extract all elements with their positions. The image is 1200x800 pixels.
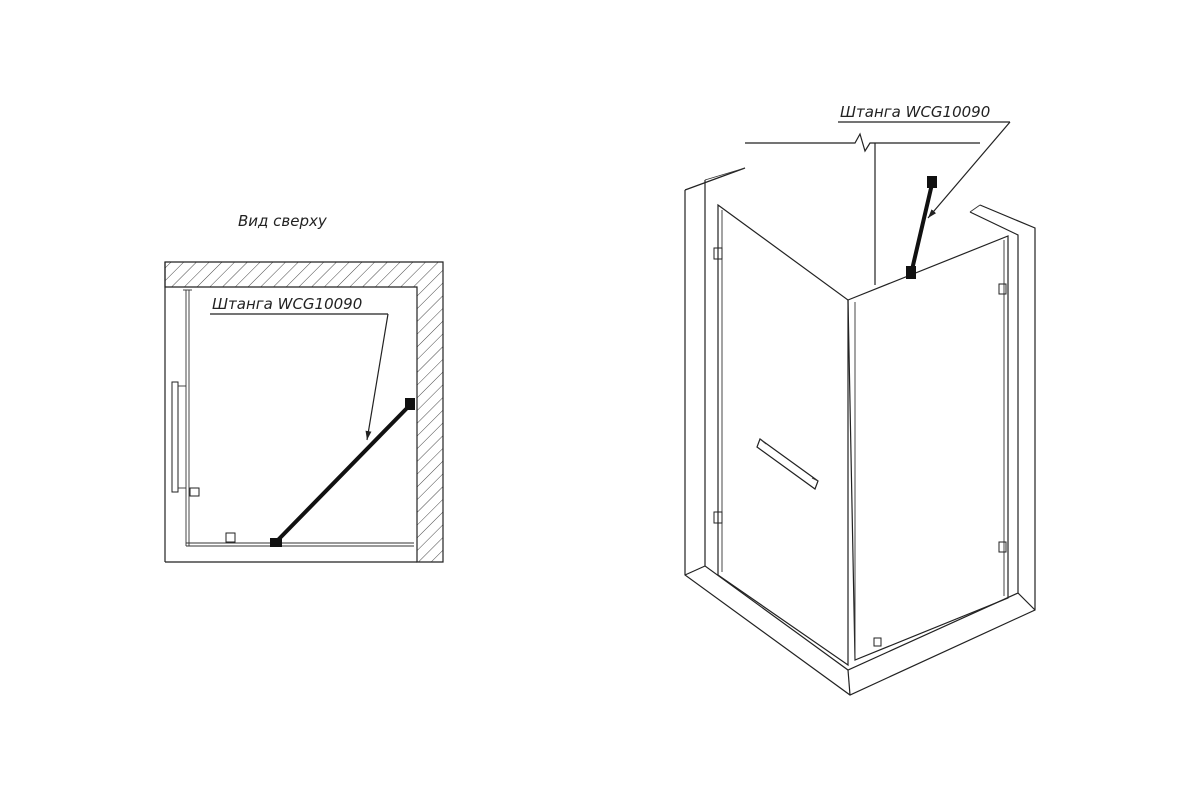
iso-leader (838, 121, 1011, 219)
top-view-leader (210, 313, 389, 441)
top-view-stabilizer-bar (270, 398, 415, 547)
top-view: Вид сверху (164, 212, 444, 563)
iso-glass-left (717, 203, 849, 667)
iso-hinges (713, 247, 1007, 647)
top-view-walls (164, 261, 444, 563)
top-view-rod-label: Штанга WCG10090 (212, 295, 362, 313)
iso-ceiling-break (745, 132, 980, 153)
top-view-clamp (225, 532, 236, 543)
iso-view: Штанга WCG10090 (684, 103, 1036, 696)
iso-frame (684, 143, 1036, 696)
top-view-handle (171, 381, 200, 497)
iso-handle (756, 438, 819, 490)
iso-glass-right (847, 235, 1009, 661)
iso-rod-label: Штанга WCG10090 (840, 103, 990, 121)
top-view-title: Вид сверху (238, 212, 328, 230)
iso-stabilizer-bar (906, 176, 937, 279)
top-view-glass (183, 289, 414, 547)
